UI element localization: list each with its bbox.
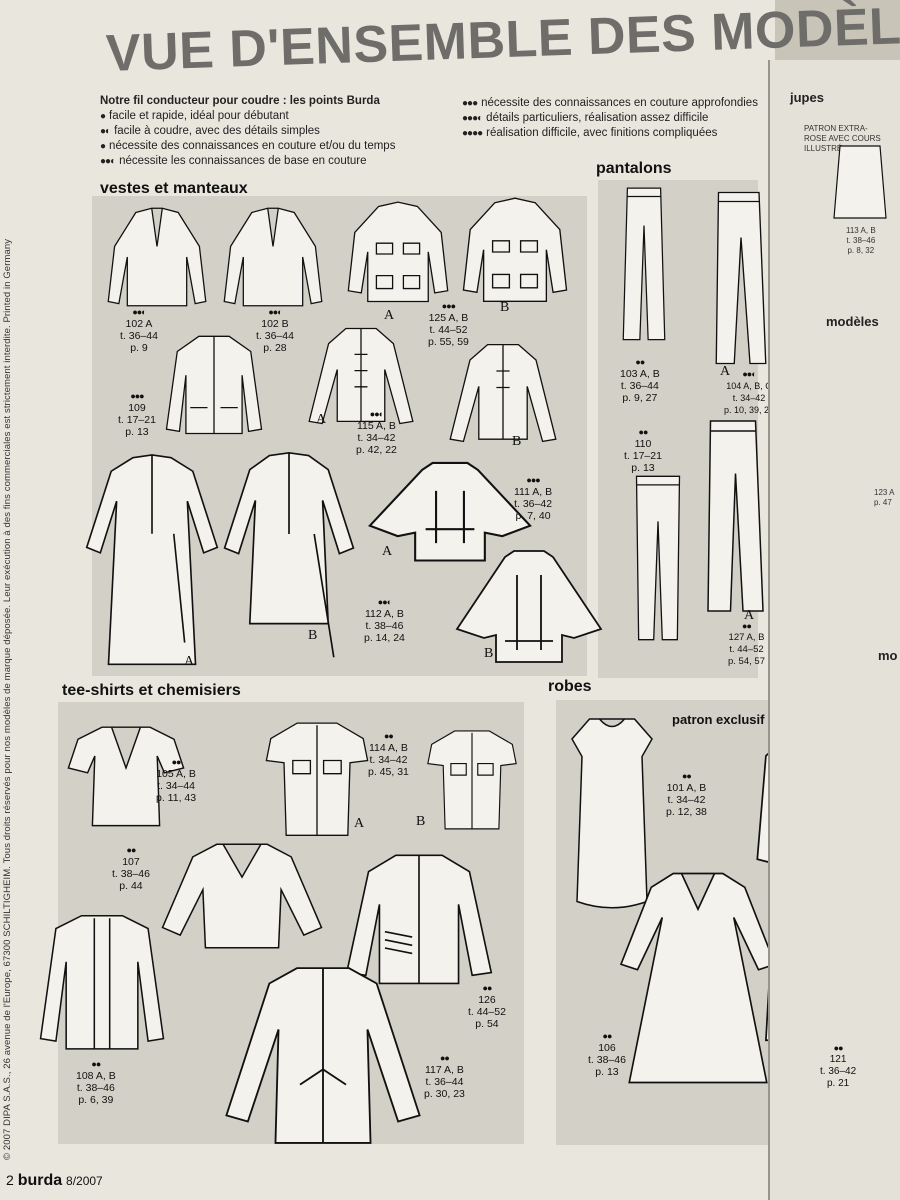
shirt-drawing bbox=[262, 714, 372, 840]
legend-item: ●facile et rapide, idéal pour débutant bbox=[100, 110, 289, 122]
variant-letter: B bbox=[512, 434, 522, 449]
jacket-drawing bbox=[340, 200, 456, 308]
cape-drawing bbox=[362, 456, 538, 564]
variant-letter: A bbox=[720, 364, 731, 379]
section-title-pantalons: pantalons bbox=[596, 160, 672, 177]
jacket-drawing bbox=[288, 322, 434, 430]
legend-right: ●●●nécessite des connaissances en coutur… bbox=[462, 96, 762, 141]
section-title-vestes: vestes et manteaux bbox=[100, 180, 248, 197]
legend-item: ●●●◐détails particuliers, réalisation as… bbox=[462, 112, 709, 124]
pants-drawing bbox=[618, 472, 698, 644]
variant-letter: A bbox=[354, 816, 365, 831]
coat-drawing bbox=[216, 450, 362, 660]
legend-item: ●●●nécessite des connaissances en coutur… bbox=[462, 97, 758, 109]
section-title-tees: tee-shirts et chemisiers bbox=[62, 682, 241, 699]
jacket-drawing bbox=[214, 204, 332, 310]
variant-letter: A bbox=[184, 654, 195, 669]
variant-letter: B bbox=[484, 646, 494, 661]
top-drawing bbox=[160, 836, 324, 956]
pants-drawing bbox=[606, 184, 682, 350]
shirt-drawing bbox=[344, 848, 494, 988]
skirt-drawing bbox=[830, 142, 890, 222]
copyright-text: © 2007 DIPA S.A.S., 26 avenue de l'Europ… bbox=[2, 238, 13, 1160]
legend-left: Notre fil conducteur pour coudre : les p… bbox=[100, 94, 460, 169]
variant-letter: B bbox=[500, 300, 510, 315]
pants-drawing bbox=[700, 416, 776, 616]
coat-drawing bbox=[84, 450, 220, 672]
jacket-drawing bbox=[452, 196, 578, 308]
legend-item: ●●◐nécessite les connaissances de base e… bbox=[100, 155, 367, 167]
top-drawing bbox=[66, 718, 186, 830]
page-number: 2 bbox=[6, 1172, 14, 1188]
variant-letter: B bbox=[416, 814, 426, 829]
issue-date: 8/2007 bbox=[66, 1174, 103, 1188]
variant-letter: A bbox=[316, 412, 327, 427]
legend-item: ●nécessite des connaissances en couture … bbox=[100, 140, 396, 152]
patron-exclusif-label: patron exclusif bbox=[672, 712, 765, 727]
shirt-drawing bbox=[424, 718, 520, 838]
jacket-drawing bbox=[432, 338, 574, 448]
page-footer: 2 burda 8/2007 bbox=[6, 1172, 103, 1190]
variant-letter: A bbox=[744, 608, 755, 623]
dress-drawing bbox=[560, 714, 664, 914]
adjacent-page: jupes PATRON EXTRA-ROSE AVEC COURS ILLUS… bbox=[768, 60, 900, 1200]
section-title-jupes: jupes bbox=[790, 90, 824, 105]
section-title-robes: robes bbox=[548, 678, 592, 695]
legend-heading: Notre fil conducteur pour coudre : les p… bbox=[100, 95, 380, 107]
legend-item: ●●●●réalisation difficile, avec finition… bbox=[462, 127, 718, 139]
shirt-drawing bbox=[38, 908, 166, 1054]
jacket-drawing bbox=[156, 332, 272, 440]
section-title-modeles: modèles bbox=[826, 314, 879, 329]
patron-note: PATRON EXTRA-ROSE AVEC COURS ILLUSTRÉ bbox=[804, 124, 881, 153]
variant-letter: B bbox=[308, 628, 318, 643]
variant-letter: A bbox=[382, 544, 393, 559]
section-title-mo: mo bbox=[878, 648, 898, 663]
brand-logo: burda bbox=[17, 1172, 63, 1189]
pants-drawing bbox=[700, 188, 782, 368]
dress-drawing bbox=[614, 868, 782, 1088]
jacket-drawing bbox=[98, 204, 216, 310]
legend-item: ●◐facile à coudre, avec des détails simp… bbox=[100, 125, 320, 137]
shirt-drawing bbox=[222, 962, 424, 1146]
variant-letter: A bbox=[384, 308, 395, 323]
cape-drawing bbox=[454, 544, 604, 666]
